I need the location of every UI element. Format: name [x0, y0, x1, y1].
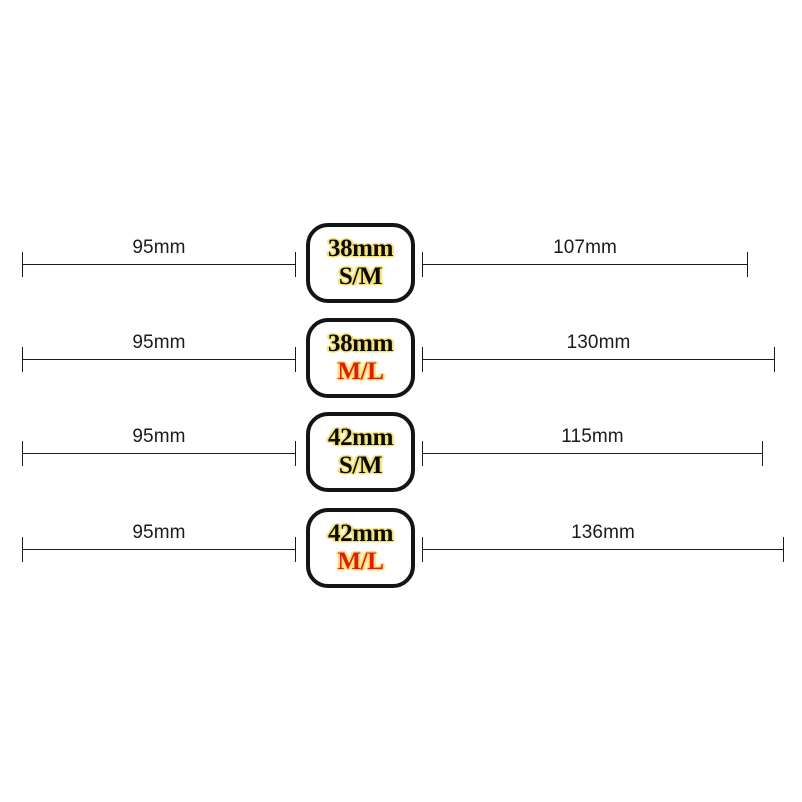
dimension-line — [422, 264, 748, 265]
right-dimension-38-sm: 107mm — [422, 216, 748, 312]
badge-band-fit: M/L — [337, 548, 384, 575]
badge-watch-size: 42mm — [327, 424, 394, 451]
left-dimension-label: 95mm — [132, 332, 186, 353]
size-row: 95mm 38mm S/M 107mm — [0, 216, 802, 312]
badge-band-fit: S/M — [338, 263, 383, 290]
size-row: 95mm 42mm S/M 115mm — [0, 405, 802, 501]
size-badge-42-sm[interactable]: 42mm S/M — [306, 412, 415, 492]
right-dimension-label: 136mm — [571, 522, 635, 543]
left-dimension-label: 95mm — [132, 522, 186, 543]
badge-watch-size: 38mm — [327, 235, 394, 262]
right-dimension-38-ml: 130mm — [422, 311, 775, 407]
size-row: 95mm 38mm M/L 130mm — [0, 311, 802, 407]
right-dimension-label: 107mm — [553, 237, 617, 258]
right-dimension-42-ml: 136mm — [422, 501, 784, 597]
badge-band-fit: S/M — [338, 452, 383, 479]
right-dimension-label: 130mm — [566, 332, 631, 353]
size-badge-38-ml[interactable]: 38mm M/L — [306, 318, 415, 398]
dimension-end-cap-right — [762, 441, 763, 466]
left-dimension-label: 95mm — [132, 426, 186, 447]
dimension-end-cap-right — [295, 441, 296, 466]
left-dimension-label: 95mm — [132, 237, 186, 258]
left-dimension-38-ml: 95mm — [22, 311, 296, 407]
dimension-line — [422, 359, 775, 360]
left-dimension-42-ml: 95mm — [22, 501, 296, 597]
size-badge-42-ml[interactable]: 42mm M/L — [306, 508, 415, 588]
badge-watch-size: 42mm — [327, 520, 394, 547]
dimension-end-cap-right — [774, 347, 775, 372]
badge-watch-size: 38mm — [327, 330, 394, 357]
dimension-end-cap-right — [295, 537, 296, 562]
size-badge-38-sm[interactable]: 38mm S/M — [306, 223, 415, 303]
dimension-line — [22, 359, 296, 360]
dimension-line — [422, 549, 784, 550]
dimension-line — [22, 453, 296, 454]
dimension-line — [22, 549, 296, 550]
right-dimension-label: 115mm — [561, 426, 624, 447]
left-dimension-38-sm: 95mm — [22, 216, 296, 312]
dimension-end-cap-right — [295, 347, 296, 372]
dimension-end-cap-right — [295, 252, 296, 277]
dimension-end-cap-right — [783, 537, 784, 562]
badge-band-fit: M/L — [337, 358, 384, 385]
dimension-end-cap-right — [747, 252, 748, 277]
left-dimension-42-sm: 95mm — [22, 405, 296, 501]
right-dimension-42-sm: 115mm — [422, 405, 763, 501]
dimension-line — [422, 453, 763, 454]
dimension-line — [22, 264, 296, 265]
size-row: 95mm 42mm M/L 136mm — [0, 501, 802, 597]
